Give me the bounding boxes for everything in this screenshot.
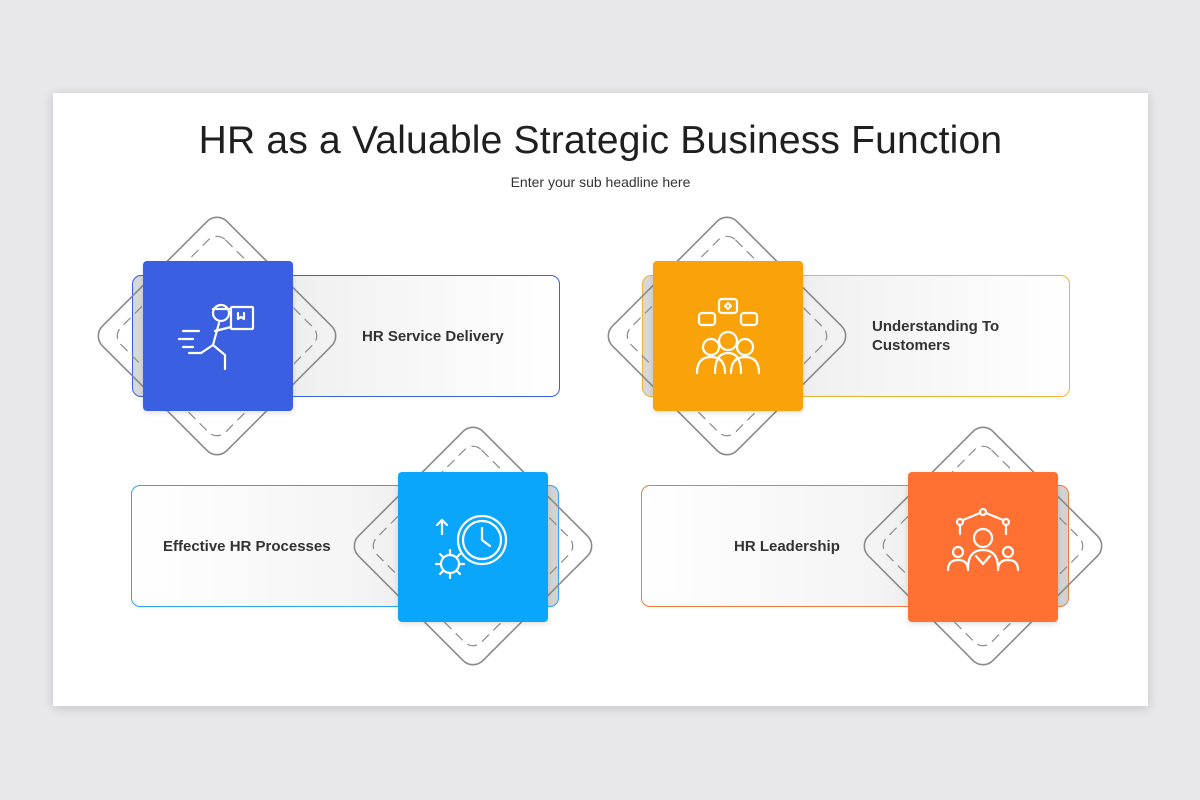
page-subtitle: Enter your sub headline here [510, 174, 691, 190]
tile-effective-hr-processes [398, 472, 548, 622]
leader-network-icon [946, 507, 1020, 572]
clock-gear-icon [434, 514, 508, 580]
card-label-effective-hr-processes: Effective HR Processes [163, 538, 331, 555]
customer-group-icon [695, 297, 761, 375]
card-label-understanding-to-customers: Understanding To Customers [872, 318, 1000, 354]
delivery-person-icon [177, 303, 255, 371]
card-label-hr-leadership: HR Leadership [734, 538, 840, 555]
tile-hr-service-delivery [143, 261, 293, 411]
page-title: HR as a Valuable Strategic Business Func… [198, 119, 1003, 162]
card-label-hr-service-delivery: HR Service Delivery [362, 328, 504, 345]
tile-understanding-to-customers [653, 261, 803, 411]
tile-hr-leadership [908, 472, 1058, 622]
